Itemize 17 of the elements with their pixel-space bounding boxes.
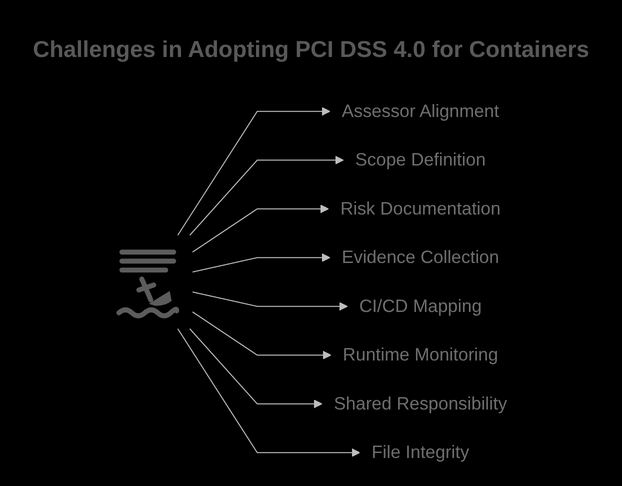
challenge-label: Shared Responsibility bbox=[334, 393, 508, 414]
arrow bbox=[192, 311, 332, 360]
arrow bbox=[189, 328, 322, 408]
arrow bbox=[177, 328, 360, 458]
challenge-label: File Integrity bbox=[372, 442, 470, 462]
challenge-label: CI/CD Mapping bbox=[359, 296, 482, 316]
arrow bbox=[192, 253, 330, 273]
arrow bbox=[192, 291, 348, 311]
diagram-title: Challenges in Adopting PCI DSS 4.0 for Containers bbox=[32, 36, 590, 62]
arrow bbox=[192, 204, 329, 253]
challenge-label: Assessor Alignment bbox=[342, 100, 500, 121]
challenge-label: Risk Documentation bbox=[340, 198, 501, 218]
challenge-label: Runtime Monitoring bbox=[342, 344, 498, 365]
challenge-label: Scope Definition bbox=[355, 150, 486, 170]
challenge-label: Evidence Collection bbox=[342, 247, 500, 268]
arrow bbox=[177, 106, 330, 236]
arrow bbox=[189, 156, 344, 236]
